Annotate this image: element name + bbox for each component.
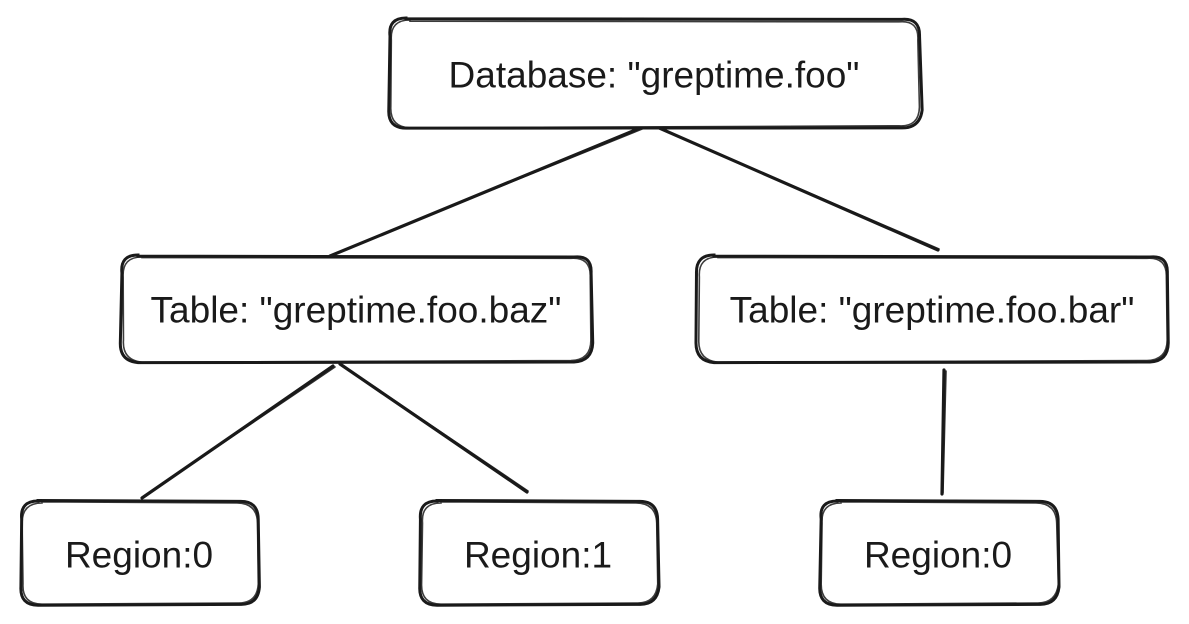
node-label: Region:1 xyxy=(464,535,612,576)
node-box-sketch xyxy=(697,256,1168,364)
node-box xyxy=(19,498,261,607)
node-label: Database: "greptime.foo" xyxy=(449,55,860,96)
edge-db-to-table_baz xyxy=(328,122,653,258)
edge-stroke-sketch xyxy=(341,364,529,492)
edge-table_bar-to-bar_region0 xyxy=(940,368,947,496)
node-box xyxy=(818,498,1061,607)
edge-table_baz-to-baz_region1 xyxy=(338,362,529,494)
edge-stroke-sketch xyxy=(942,370,947,494)
node-baz-region1: Region:1 xyxy=(418,498,661,607)
node-label: Region:0 xyxy=(864,535,1012,576)
node-box-sketch xyxy=(390,19,921,129)
node-table-bar: Table: "greptime.foo.bar" xyxy=(694,253,1170,365)
node-label: Region:0 xyxy=(65,535,213,576)
node-baz-region0: Region:0 xyxy=(19,498,261,607)
node-db: Database: "greptime.foo" xyxy=(387,16,924,130)
node-box-sketch xyxy=(420,501,659,605)
node-box xyxy=(387,16,924,130)
node-box-sketch xyxy=(820,501,1060,605)
node-box xyxy=(694,253,1170,365)
node-table-baz: Table: "greptime.foo.baz" xyxy=(118,253,595,365)
edge-stroke-sketch xyxy=(330,124,653,256)
edge-stroke-sketch xyxy=(651,124,940,250)
node-label: Table: "greptime.foo.baz" xyxy=(151,290,562,331)
edge-stroke-sketch xyxy=(142,366,336,498)
nodes-layer: Database: "greptime.foo" Table: "greptime… xyxy=(19,16,1170,607)
node-box xyxy=(418,498,661,607)
node-box-sketch xyxy=(122,256,592,364)
edge-db-to-table_bar xyxy=(648,122,940,252)
edge-stroke xyxy=(940,368,946,496)
edge-table_baz-to-baz_region0 xyxy=(140,364,336,500)
node-bar-region0: Region:0 xyxy=(818,498,1061,607)
node-box xyxy=(118,253,595,365)
edges-layer xyxy=(140,122,947,500)
node-box-sketch xyxy=(21,501,260,605)
node-label: Table: "greptime.foo.bar" xyxy=(730,290,1135,331)
